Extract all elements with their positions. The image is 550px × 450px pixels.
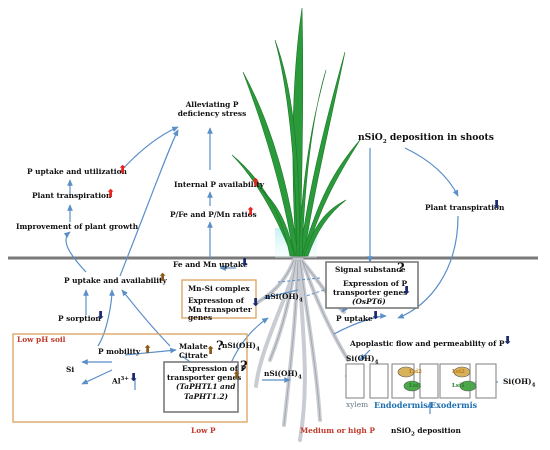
arrow-down-transp-right: ⬇	[492, 198, 502, 211]
label-plant-transpiration-left: Plant transpiration	[32, 191, 112, 200]
arrow-up-uptake-avail: ⬆	[158, 271, 168, 284]
label-taphtl1: (TaPHTL1 and	[176, 382, 236, 391]
label-ospt6: (OsPT6)	[352, 297, 386, 306]
label-lsi1-b: Lsi1	[452, 383, 465, 389]
label-lsi2-b: Lsi2	[452, 369, 465, 375]
label-p-uptake-availability: P uptake and availability	[64, 276, 167, 285]
label-low-ph-soil: Low pH soil	[17, 335, 66, 344]
label-nsioh4-a: nSi(OH)4	[265, 292, 303, 304]
arrow-up-ratios: ⬆	[246, 205, 256, 218]
label-alleviating-stress: Alleviating P deficiency stress	[177, 100, 247, 118]
ta-expression-box	[163, 361, 239, 413]
label-nsioh4-b: nSi(OH)4	[222, 341, 260, 353]
label-si: Si	[66, 365, 75, 374]
arrow-up-ta: ⬆	[232, 369, 242, 382]
arrow-down-mn-expr: ⬇	[251, 296, 261, 309]
label-expr-mn: Expression of Mn transporter genes	[188, 296, 252, 323]
label-expr-p-ta-1: Expression of P	[182, 364, 247, 373]
label-lsi1-a: Lsi1	[409, 383, 422, 389]
arrow-up-internal-p: ⬆	[251, 176, 261, 189]
label-citrate: Citrate	[179, 351, 208, 360]
arrow-down-sorption: ⬇	[96, 309, 106, 322]
label-malate: Malate	[179, 342, 208, 351]
label-al3: Al3+	[112, 376, 129, 386]
label-expr-p-ospt6-2: transporter genes	[333, 288, 408, 297]
label-plant-transpiration-right: Plant transpiration	[425, 203, 505, 212]
dashed-arrows	[277, 277, 325, 297]
label-mn-si-complex: Mn-Si complex	[188, 284, 250, 293]
label-endodermis: Endodermis	[374, 400, 428, 410]
label-signal-substance: Signal substance	[335, 265, 406, 274]
low-ph-soil-box	[12, 333, 248, 423]
label-sioh4-right: Si(OH)4	[503, 377, 536, 389]
label-p-uptake-right: P uptake	[336, 314, 373, 323]
label-internal-p: Internal P availability	[174, 180, 265, 189]
label-p-mobility: P mobility	[98, 347, 141, 356]
label-low-p: Low P	[191, 426, 216, 435]
label-expr-p-ta-2: transporter genes	[167, 373, 242, 382]
arrow-up-malate: ⬆	[206, 344, 216, 357]
label-medium-high-p: Medium or high P	[300, 426, 375, 435]
label-p-uptake-utilization: P uptake and utilization	[27, 167, 127, 176]
question-signal: ?	[397, 261, 405, 276]
label-pfe-pmn: P/Fe and P/Mn ratios	[170, 210, 257, 219]
arrow-down-apoplastic: ⬇	[503, 334, 513, 347]
question-malate: ?	[216, 339, 224, 354]
shoot-arrows	[63, 126, 459, 319]
label-nsio2-deposition: nSiO2 deposition	[391, 426, 461, 438]
label-nsio2-shoots: nSiO2 deposition in shoots	[358, 132, 494, 145]
label-p-sorption: P sorption	[58, 314, 101, 323]
label-exodermis: Exodermis	[430, 400, 478, 410]
arrow-down-fe-mn: ⬇	[240, 256, 250, 269]
mn-si-box	[181, 279, 257, 319]
label-fe-mn-uptake: Fe and Mn uptake	[173, 260, 248, 269]
label-sioh4-left: Si(OH)4	[346, 354, 379, 366]
label-expr-p-ospt6-1: Expression of P	[343, 279, 408, 288]
label-improvement-growth: Improvement of plant growth	[16, 222, 139, 231]
question-ta: ?	[240, 359, 248, 374]
arrow-up-uptake-util: ⬆	[118, 163, 128, 176]
arrow-up-mobility: ⬆	[143, 343, 153, 356]
label-apoplastic: Apoplastic flow and permeability of P	[350, 339, 505, 348]
arrow-up-transp-left: ⬆	[106, 187, 116, 200]
arrow-down-al: ⬇	[129, 371, 139, 384]
arrow-down-ospt6: ⬇	[402, 284, 412, 297]
plant-shoot	[231, 7, 361, 257]
signal-box	[325, 261, 419, 309]
arrow-down-p-uptake-right: ⬇	[371, 309, 381, 322]
label-nsioh4-c: nSi(OH)4	[264, 369, 302, 381]
label-xylem: xylem	[346, 400, 369, 409]
label-lsi2-a: Lsi2	[409, 369, 422, 375]
label-taphtl2: TaPHT1.2)	[184, 392, 228, 401]
transporter-ovals	[397, 366, 477, 392]
